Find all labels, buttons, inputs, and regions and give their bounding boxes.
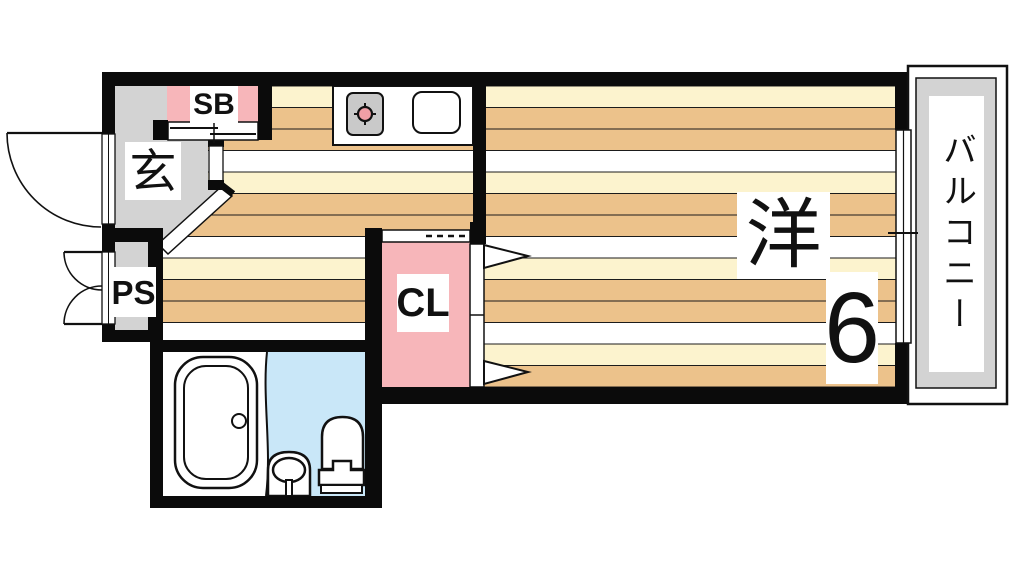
western-room-size-label: 6 [824, 272, 880, 384]
wall [102, 330, 163, 342]
wall [473, 86, 486, 243]
toilet-tank [317, 459, 366, 487]
entrance-label: 玄 [125, 142, 181, 200]
door-swing-arc [63, 251, 103, 291]
floor-stripe [114, 150, 899, 173]
balcony-label: バルコニー [929, 96, 984, 372]
toilet-base [320, 484, 363, 494]
wall [150, 340, 163, 508]
entrance-door [6, 131, 116, 228]
kitchen-sink-icon [412, 91, 461, 134]
bathtub-inner [183, 365, 249, 480]
wall [153, 120, 168, 140]
western-room-label: 洋 [737, 192, 830, 279]
opening-frame-cap [208, 180, 224, 190]
floor-stripe [114, 279, 899, 302]
wall [102, 228, 163, 242]
stove-burner-icon [356, 105, 374, 123]
shoe-box-sliding-track [167, 121, 259, 141]
shoe-box-label: SB [190, 86, 238, 123]
wall [102, 72, 912, 86]
wall [470, 222, 486, 244]
toilet-icon [320, 415, 365, 471]
closet-door-swing [483, 359, 532, 386]
wall [150, 340, 382, 352]
closet-label: CL [396, 274, 450, 332]
kitchen [332, 85, 474, 146]
floor-stripe [114, 300, 899, 323]
door-swing-arc [63, 285, 103, 325]
bathtub-drain [231, 413, 247, 429]
wall [365, 228, 382, 508]
wall [150, 496, 382, 508]
wash-basin-tap [285, 479, 293, 497]
opening-frame [208, 145, 224, 182]
opening-frame-cap [208, 137, 224, 147]
bathtub-icon [173, 355, 259, 490]
wall [258, 86, 272, 140]
closet-door-swing [483, 243, 532, 270]
wall [102, 72, 115, 134]
walls [102, 72, 912, 508]
wash-basin-bowl [271, 456, 307, 484]
bathroom [163, 351, 366, 498]
pipe-space-doors [63, 250, 116, 326]
pipe-space-label: PS [111, 267, 156, 317]
exterior-mask [108, 342, 150, 392]
wall [365, 387, 912, 404]
door-swing-arc [6, 132, 102, 228]
